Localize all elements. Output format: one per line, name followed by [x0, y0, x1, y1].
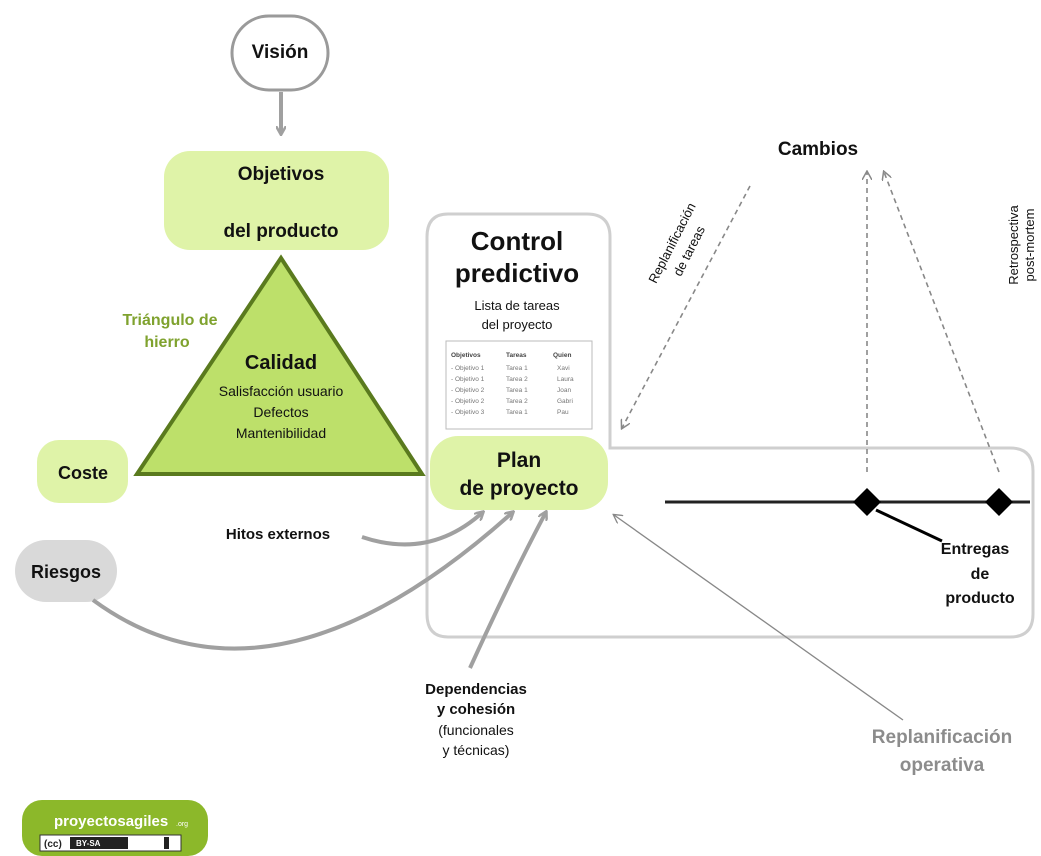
task-table-header: Objetivos — [451, 352, 481, 359]
replan-operativa-line1: Replanificación — [872, 727, 1012, 748]
control-title-line2: predictivo — [455, 258, 579, 288]
task-table-header: Tareas — [506, 352, 527, 359]
objetivos-node — [164, 151, 389, 250]
logo-brand: proyectosagiles — [54, 813, 168, 830]
plan-label-line1: Plan — [497, 449, 541, 472]
task-table-cell: - Objetivo 2 — [451, 398, 485, 405]
lista-line1: Lista de tareas — [474, 298, 560, 313]
task-table-cell: Joan — [557, 387, 571, 394]
task-table-cell: Tarea 2 — [506, 398, 528, 405]
calidad-line3: Mantenibilidad — [236, 425, 326, 441]
dependencias-line1: Dependencias — [425, 681, 527, 698]
task-table-frame — [445, 340, 593, 430]
plan-label-line2: de proyecto — [459, 477, 578, 500]
task-table-header: Quien — [553, 352, 571, 359]
proyectosagiles-logo: proyectosagiles .org (cc) BY-SA — [22, 800, 208, 856]
task-table-cell: Tarea 2 — [506, 376, 528, 383]
entregas-line2: de — [971, 566, 990, 583]
riesgos-node — [15, 540, 117, 602]
dependencias-to-plan-arrow — [468, 512, 546, 669]
dependencias-line3: (funcionales — [438, 722, 514, 738]
calidad-line2: Defectos — [253, 404, 308, 420]
plan-node — [430, 436, 608, 510]
dependencias-line2: y cohesión — [437, 701, 515, 718]
logo-brand-suffix: .org — [176, 821, 188, 828]
retro-line1: Retrospectiva — [1006, 204, 1021, 284]
replan-operativa-line2: operativa — [900, 755, 985, 776]
task-table-cell: - Objetivo 1 — [451, 365, 485, 372]
task-table-cell: Tarea 1 — [506, 365, 528, 372]
control-area-outline — [425, 212, 1035, 639]
entrega-milestone-1 — [853, 488, 881, 516]
task-table-cell: - Objetivo 2 — [451, 387, 485, 394]
dependencias-line4: y técnicas) — [443, 742, 510, 758]
cc-icon: (cc) — [44, 839, 62, 850]
vision-label: Visión — [252, 42, 309, 63]
triangle-label-line1: Triángulo de — [122, 312, 217, 329]
objetivos-label-line2: del producto — [223, 221, 338, 242]
calidad-title: Calidad — [245, 352, 317, 374]
entregas-pointer — [875, 508, 943, 543]
entregas-line1: Entregas — [941, 541, 1010, 558]
retro-line2: post-mortem — [1022, 209, 1037, 282]
cc-license-text: BY-SA — [76, 839, 101, 848]
coste-node — [37, 440, 128, 503]
task-table-cell: Tarea 1 — [506, 387, 528, 394]
task-table-cell: - Objetivo 3 — [451, 409, 485, 416]
vision-node — [230, 14, 330, 92]
triangle-label-line2: hierro — [144, 334, 190, 351]
coste-label: Coste — [58, 463, 108, 483]
task-table-cell: - Objetivo 1 — [451, 376, 485, 383]
riesgos-to-plan-arrow — [91, 512, 513, 651]
task-table-cell: Tarea 1 — [506, 409, 528, 416]
calidad-line1: Salisfacción usuario — [219, 383, 344, 399]
objetivos-label-line1: Objetivos — [238, 164, 325, 185]
entrega2-to-cambios-dashed-arrow — [884, 172, 1000, 473]
task-table-cell: Pau — [557, 409, 569, 416]
cambios-to-plan-dashed-arrow — [622, 185, 751, 428]
entregas-line3: producto — [945, 590, 1015, 607]
task-table-cell: Gabri — [557, 398, 573, 405]
lista-line2: del proyecto — [482, 317, 553, 332]
control-title-line1: Control — [471, 226, 563, 256]
task-table-cell: Xavi — [557, 365, 570, 372]
task-table-cell: Laura — [557, 376, 574, 383]
riesgos-label: Riesgos — [31, 562, 101, 582]
iron-triangle — [133, 254, 426, 476]
entrega-milestone-2 — [985, 488, 1013, 516]
task-table: Objetivos Tareas Quien - Objetivo 1 Tare… — [451, 352, 574, 416]
hitos-to-plan-arrow — [361, 512, 483, 547]
cambios-label: Cambios — [778, 139, 858, 160]
hitos-label: Hitos externos — [226, 526, 330, 543]
replan-operativa-arrow — [614, 515, 904, 721]
